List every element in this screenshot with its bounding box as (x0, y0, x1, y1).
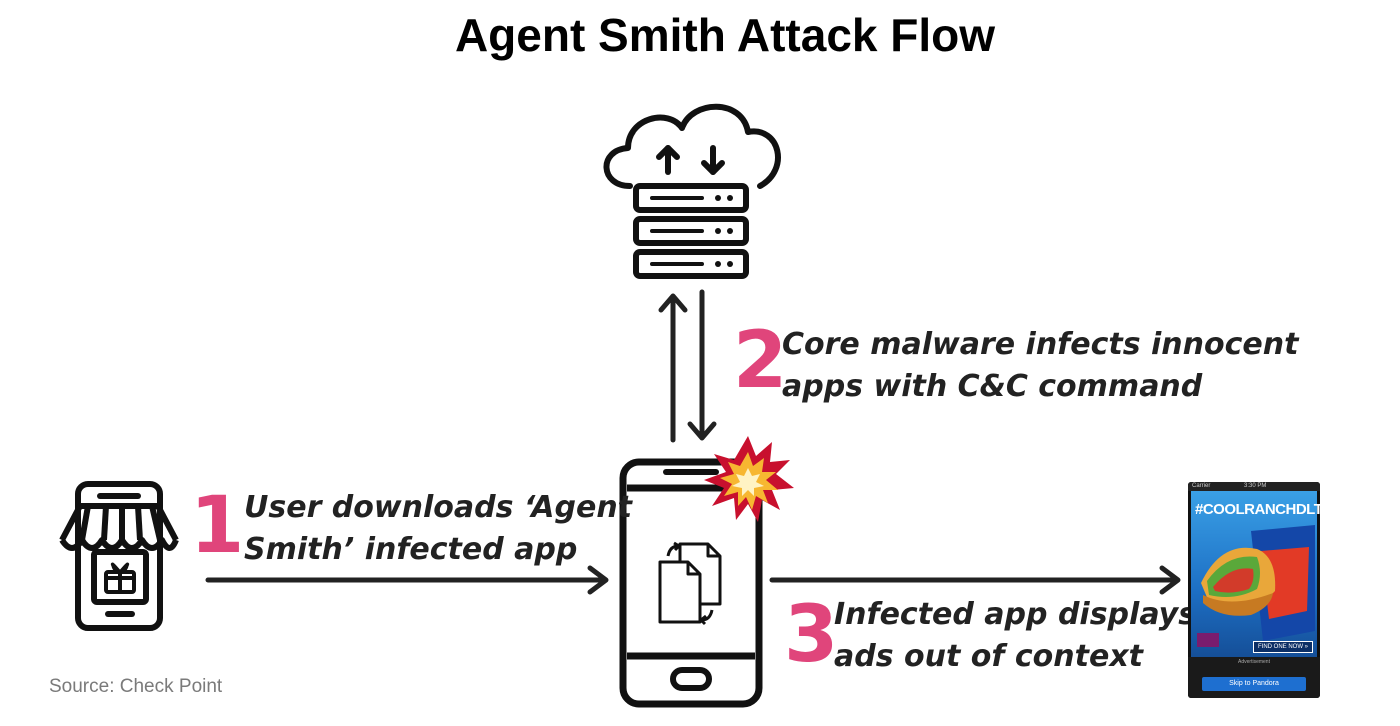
ad-headline: #COOLRANCHDLT (1195, 501, 1320, 518)
ad-phone-screenshot: Carrier 3:30 PM #COOLRANCHDLT FIND ONE N… (1188, 482, 1320, 698)
step-1-line-2: Smith’ infected app (244, 532, 578, 567)
step-2-text: Core malware infects innocent apps with … (782, 324, 1298, 408)
ad-bottom-bar: Advertisement Skip to Pandora (1188, 657, 1320, 698)
step-1-line-1: User downloads ‘Agent (244, 490, 633, 525)
step-3-number: 3 (784, 590, 839, 680)
ad-status-carrier: Carrier (1192, 483, 1211, 489)
step-1-text: User downloads ‘Agent Smith’ infected ap… (244, 487, 632, 571)
step-1-number: 1 (190, 481, 245, 571)
page-title: Agent Smith Attack Flow (454, 9, 996, 61)
infection-burst-icon (704, 436, 794, 522)
taco-image (1197, 525, 1315, 647)
source-caption: Source: Check Point (49, 676, 223, 697)
app-store-icon (59, 481, 179, 631)
ad-status-bar: Carrier 3:30 PM (1188, 482, 1320, 491)
step-3-line-1: Infected app displays (834, 597, 1197, 632)
step-2-number: 2 (733, 316, 788, 406)
ad-cta-button[interactable]: FIND ONE NOW » (1252, 641, 1313, 653)
step-2-line-2: apps with C&C command (782, 369, 1203, 404)
step-3-text: Infected app displays ads out of context (834, 594, 1196, 678)
ad-screen: #COOLRANCHDLT FIND ONE NOW » (1191, 491, 1320, 657)
step-2-line-1: Core malware infects innocent (782, 327, 1299, 362)
ad-bottom-label: Advertisement (1238, 659, 1270, 665)
step-3-line-2: ads out of context (834, 639, 1144, 674)
ad-status-time: 3:30 PM (1244, 483, 1267, 489)
ad-skip-button[interactable]: Skip to Pandora (1202, 677, 1306, 691)
files-icon (658, 541, 722, 626)
